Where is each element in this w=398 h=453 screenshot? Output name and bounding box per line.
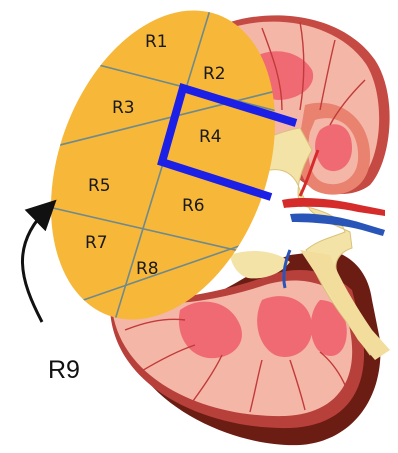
renal-vein	[290, 213, 385, 236]
region-label-r2: R2	[203, 64, 226, 84]
region-label-r1: R1	[145, 32, 168, 52]
renal-artery	[282, 198, 385, 216]
region-label-r4: R4	[199, 127, 222, 147]
region-label-r7: R7	[85, 233, 108, 253]
region-label-r6: R6	[182, 196, 205, 216]
region-label-r3: R3	[112, 98, 135, 118]
region-label-r8: R8	[136, 259, 159, 279]
outside-region-label: R9	[48, 356, 80, 384]
curved-arrow-icon	[22, 208, 48, 322]
region-label-r5: R5	[88, 176, 111, 196]
